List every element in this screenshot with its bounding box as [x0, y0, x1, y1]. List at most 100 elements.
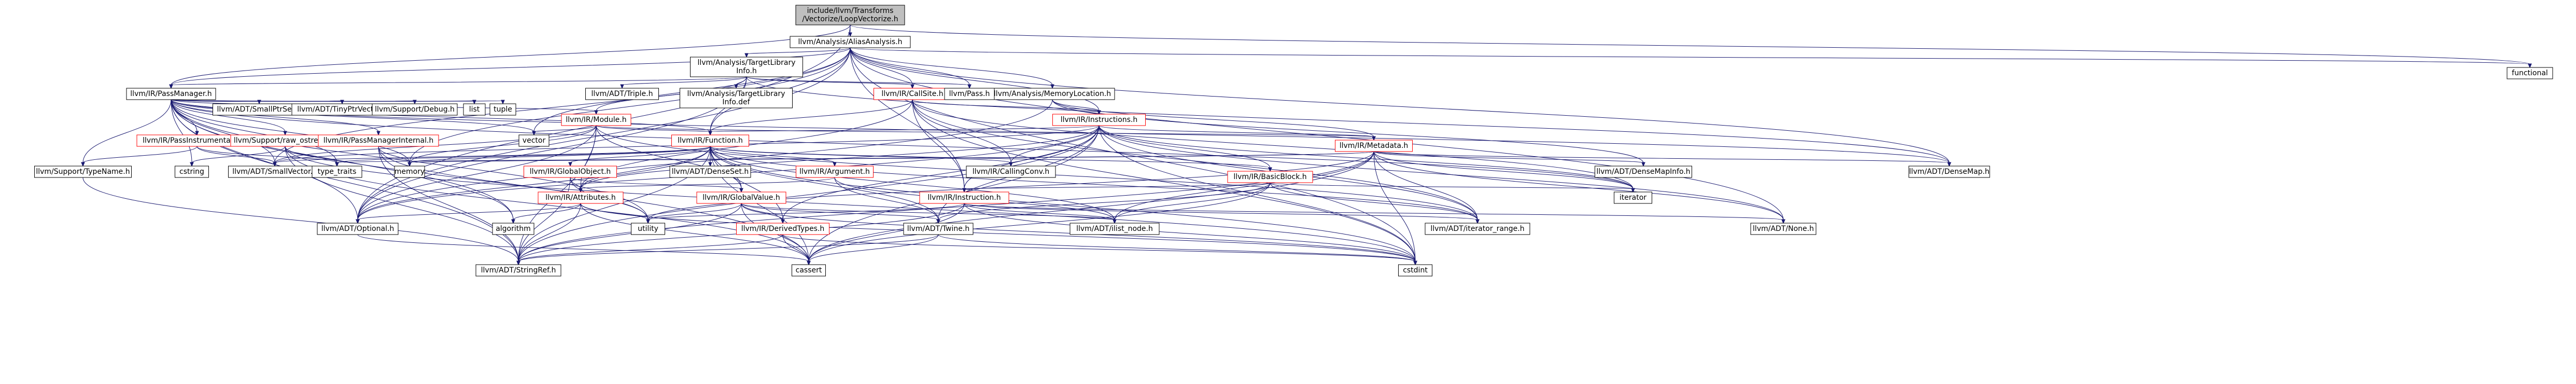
node-iterator[interactable]: iterator — [1614, 191, 1652, 204]
node-optional[interactable]: llvm/ADT/Optional.h — [317, 223, 399, 235]
edge-tli-passmgr — [171, 76, 747, 86]
node-basicblock[interactable]: llvm/IR/BasicBlock.h — [1227, 171, 1313, 183]
edge-globalvalue-stringref — [518, 203, 742, 262]
node-box — [790, 36, 911, 48]
edge-function-smallvector — [274, 146, 711, 163]
node-label: llvm/IR/GlobalValue.h — [702, 194, 780, 202]
node-box — [792, 264, 826, 277]
node-smallvector[interactable]: llvm/ADT/SmallVector.h — [228, 166, 321, 178]
node-box — [489, 103, 516, 116]
node-label: llvm/ADT/StringRef.h — [481, 266, 556, 275]
node-memory[interactable]: memory — [394, 166, 425, 178]
node-debug[interactable]: llvm/Support/Debug.h — [372, 103, 458, 116]
node-functional[interactable]: functional — [2507, 67, 2553, 79]
node-denseset[interactable]: llvm/ADT/DenseSet.h — [669, 166, 751, 178]
node-passmgrint[interactable]: llvm/IR/PassManagerInternal.h — [318, 134, 439, 147]
node-label: llvm/ADT/Twine.h — [907, 225, 969, 233]
edge-twine-cassert — [808, 234, 939, 262]
node-utility[interactable]: utility — [631, 223, 665, 235]
node-vector[interactable]: vector — [518, 134, 550, 147]
node-box — [1227, 171, 1313, 183]
node-globalobject[interactable]: llvm/IR/GlobalObject.h — [524, 166, 617, 178]
node-label: Info.h — [736, 67, 757, 75]
node-instruction[interactable]: llvm/IR/Instruction.h — [919, 191, 1009, 204]
node-passmgr[interactable]: llvm/IR/PassManager.h — [126, 88, 216, 100]
edge-passmgrint-algorithm — [378, 146, 514, 221]
node-label: vector — [523, 136, 546, 145]
node-stringref[interactable]: llvm/ADT/StringRef.h — [475, 264, 561, 277]
edge-passmgr-iterator — [171, 99, 1634, 189]
edge-arrowhead — [501, 100, 505, 105]
node-box — [680, 88, 793, 108]
edge-globalvalue-twine — [741, 203, 939, 221]
node-derivedtypes[interactable]: llvm/IR/DerivedTypes.h — [736, 223, 829, 235]
edge-aa-memloc — [850, 47, 1053, 86]
edge-arrowhead — [335, 162, 339, 167]
edge-instruction-iterrange — [964, 203, 1478, 221]
node-label: llvm/ADT/DenseMap.h — [1909, 168, 1989, 176]
node-instructions[interactable]: llvm/IR/Instructions.h — [1052, 114, 1146, 126]
edge-passmgrint-stringref — [378, 146, 519, 262]
node-cstdint[interactable]: cstdint — [1398, 264, 1432, 277]
node-callingconv[interactable]: llvm/IR/CallingConv.h — [966, 166, 1056, 178]
node-cassert[interactable]: cassert — [792, 264, 826, 277]
node-typename[interactable]: llvm/Support/TypeName.h — [34, 166, 132, 178]
edge-tli-module — [596, 76, 747, 112]
node-box — [690, 57, 803, 77]
edge-tli-pass — [746, 76, 970, 86]
edge-typename-stringref — [82, 177, 519, 262]
node-label: llvm/ADT/Triple.h — [592, 90, 653, 98]
node-argument[interactable]: llvm/IR/Argument.h — [796, 166, 874, 178]
node-pass[interactable]: llvm/Pass.h — [944, 88, 995, 100]
node-tuple[interactable]: tuple — [489, 103, 516, 116]
node-metadata[interactable]: llvm/IR/Metadata.h — [1335, 140, 1413, 152]
edge-arrowhead — [1268, 167, 1272, 172]
edge-attributes-cstdint — [580, 203, 1416, 262]
edge-passmgr-rawostream — [171, 99, 286, 132]
node-root[interactable]: include/llvm/Transforms/Vectorize/LoopVe… — [795, 5, 905, 25]
node-passinstr[interactable]: llvm/IR/PassInstrumentation.h — [136, 134, 258, 147]
node-densemap[interactable]: llvm/ADT/DenseMap.h — [1908, 166, 1990, 178]
edge-attributes-optional — [357, 203, 581, 221]
node-box — [1595, 166, 1692, 178]
node-box — [175, 166, 209, 178]
node-memloc[interactable]: llvm/Analysis/MemoryLocation.h — [990, 88, 1115, 100]
node-function[interactable]: llvm/IR/Function.h — [671, 134, 749, 147]
node-attributes[interactable]: llvm/IR/Attributes.h — [538, 191, 624, 204]
edge-arrowhead — [739, 188, 743, 193]
edge-callsite-iterator — [912, 99, 1634, 189]
edge-arrowhead — [283, 131, 287, 136]
node-tinyptr[interactable]: llvm/ADT/TinyPtrVector.h — [291, 103, 393, 116]
node-box — [671, 134, 749, 147]
node-box — [2507, 67, 2553, 79]
node-globalvalue[interactable]: llvm/IR/GlobalValue.h — [696, 191, 786, 204]
node-smallptrset[interactable]: llvm/ADT/SmallPtrSet.h — [213, 103, 306, 116]
node-typetraits[interactable]: type_traits — [312, 166, 362, 178]
edge-module-metadata — [596, 125, 1374, 138]
edge-argument-twine — [834, 177, 939, 221]
node-ilistnode[interactable]: llvm/ADT/ilist_node.h — [1069, 223, 1160, 235]
node-aa[interactable]: llvm/Analysis/AliasAnalysis.h — [790, 36, 911, 48]
edge-passinstr-typename — [82, 146, 198, 163]
node-iterrange[interactable]: llvm/ADT/iterator_range.h — [1425, 223, 1530, 235]
node-cstring[interactable]: cstring — [175, 166, 209, 178]
edge-passmgr-tuple — [171, 99, 503, 102]
edge-basicblock-iterator — [1270, 182, 1634, 189]
edge-aa-functional — [850, 47, 2530, 65]
node-densemapinfo[interactable]: llvm/ADT/DenseMapInfo.h — [1595, 166, 1692, 178]
edge-function-basicblock — [710, 146, 1271, 169]
node-module[interactable]: llvm/IR/Module.h — [561, 114, 631, 126]
node-list[interactable]: list — [463, 103, 486, 116]
node-callsite[interactable]: llvm/IR/CallSite.h — [874, 88, 951, 100]
node-triple[interactable]: llvm/ADT/Triple.h — [585, 88, 659, 100]
node-algorithm[interactable]: algorithm — [492, 223, 534, 235]
edge-metadata-none — [1373, 151, 1784, 221]
node-none[interactable]: llvm/ADT/None.h — [1750, 223, 1817, 235]
node-box — [736, 223, 829, 235]
node-rawostream[interactable]: llvm/Support/raw_ostream.h — [230, 134, 340, 147]
edge-passmgr-memory — [171, 99, 410, 163]
node-twine[interactable]: llvm/ADT/Twine.h — [903, 223, 974, 235]
